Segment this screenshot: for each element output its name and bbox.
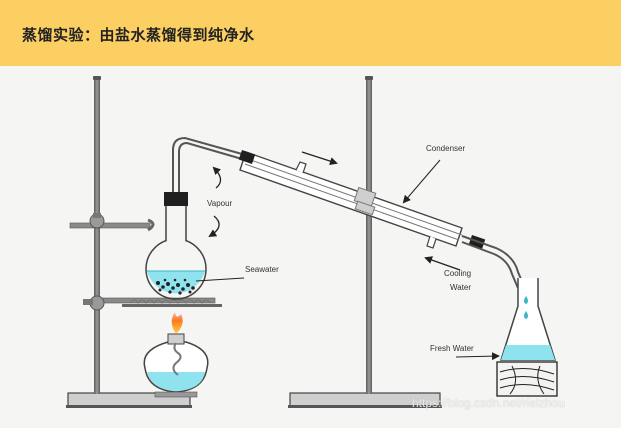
condenser-label: Condenser	[426, 144, 465, 153]
conical-flask	[499, 278, 557, 361]
upper-clamp	[69, 213, 155, 232]
vapour-label: Vapour	[207, 199, 233, 208]
rubber-stopper	[164, 192, 188, 206]
title-bar: 蒸馏实验：由盐水蒸馏得到纯净水	[0, 0, 621, 66]
watermark: https://blog.csdn.net/rielzhou	[412, 396, 565, 410]
page-title: 蒸馏实验：由盐水蒸馏得到纯净水	[22, 26, 255, 44]
diagram-canvas: Vapour Seawater Condenser	[0, 66, 621, 424]
flame	[171, 312, 183, 334]
ring-clamp	[83, 295, 222, 311]
condenser-pointer	[402, 159, 441, 204]
seawater-pointer	[195, 277, 245, 282]
vapour-arrows	[208, 166, 222, 238]
cooling-label-2: Water	[450, 283, 471, 292]
seawater-label: Seawater	[245, 265, 279, 274]
vapour-flow-arrow	[301, 151, 338, 165]
left-stand-rod	[94, 78, 100, 394]
right-retort-stand	[288, 76, 442, 408]
salt-particles	[156, 278, 195, 295]
right-stand-rod	[366, 78, 372, 394]
distillation-diagram: Vapour Seawater Condenser	[66, 76, 558, 408]
cooling-water-arrow	[424, 256, 461, 271]
liebig-condenser	[238, 149, 525, 289]
wooden-block	[496, 361, 558, 397]
round-bottom-flask	[145, 136, 243, 300]
cooling-label-1: Cooling	[444, 269, 471, 278]
flask-water	[147, 271, 205, 294]
gauze-mesh	[129, 299, 211, 305]
fresh-water-pointer	[455, 352, 500, 361]
lamp-wick	[172, 342, 182, 376]
fresh-water-label: Fresh Water	[430, 344, 474, 353]
fresh-water-level	[501, 345, 555, 360]
spirit-lamp	[143, 312, 209, 398]
